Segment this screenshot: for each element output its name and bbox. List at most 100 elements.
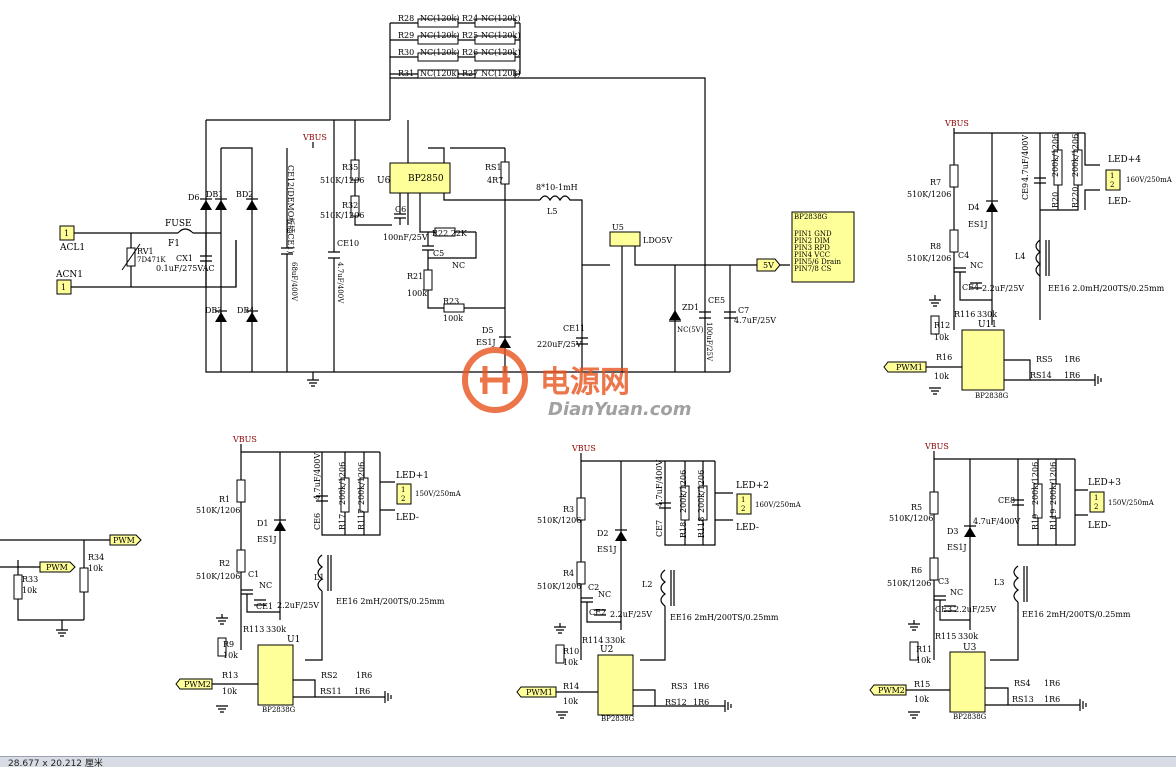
ch3-r5-value: 510K/1206 xyxy=(889,514,933,523)
ch2-d2-label: D2 xyxy=(597,529,609,538)
watermark: 电源网 DianYuan.com xyxy=(462,347,692,420)
input-section: 1 ACL1 1 ACN1 FUSE F1 RV1 7D471K CX1 0.1… xyxy=(55,119,730,387)
ch4-l4-label: L4 xyxy=(1015,252,1025,261)
ch3-pin2: 2 xyxy=(1094,503,1098,511)
db4-label: DB4 xyxy=(237,306,254,315)
ch4-c4-nc: NC xyxy=(970,261,983,270)
rs1-value: 4R7 xyxy=(487,176,503,185)
pwm-divider: PWM PWM R34 10k R33 10k xyxy=(0,534,142,637)
ch1-pwm-label: PWM2 xyxy=(184,680,211,689)
ch2-led-rating: 160V/250mA xyxy=(755,501,802,509)
ch3-pin1: 1 xyxy=(1094,494,1098,502)
ch2-r10-label: R10 xyxy=(563,647,579,656)
ce11-value: 220uF/25V xyxy=(537,340,582,349)
ch4-pin2: 2 xyxy=(1110,181,1114,189)
ch2-led-connector xyxy=(736,493,752,515)
ch3-c3-label: C3 xyxy=(938,577,949,586)
ch4-led-connector xyxy=(1105,169,1121,191)
r33-label: R33 xyxy=(22,575,38,584)
ch3-r115-value: 330k xyxy=(958,632,978,641)
ch1-r9-label: R9 xyxy=(223,640,234,649)
ce5-label: CE5 xyxy=(708,296,725,305)
ch3-r6-label: R6 xyxy=(911,566,922,575)
ch3-rs4-label: RS4 xyxy=(1014,679,1031,688)
ch4-ce9-value: 4.7uF/400V xyxy=(1021,135,1030,182)
acn-label: ACN1 xyxy=(55,270,83,280)
ch3-u3-label: U3 xyxy=(963,643,977,653)
ch1-pin1: 1 xyxy=(401,486,405,494)
ch2-c2-label: C2 xyxy=(588,583,599,592)
ch1-ce1-value: 2.2uF/25V xyxy=(277,601,319,610)
ch3-pwm-tag xyxy=(869,684,907,696)
rv1-label: RV1 xyxy=(137,247,154,256)
ch3-r15-value: 10k xyxy=(914,695,929,704)
ch3-ce3-value: 2.2uF/25V xyxy=(954,605,996,614)
ch1-led-rating: 150V/250mA xyxy=(415,490,462,498)
ch4-r20-label: R20 xyxy=(1051,192,1060,208)
ldo-label: LDO5V xyxy=(643,236,672,245)
ch3-chip-label: BP2838G xyxy=(953,713,987,721)
ch4-l4-spec: EE16 2.0mH/200TS/0.25mm xyxy=(1048,284,1165,293)
net-5v-label: 5V xyxy=(763,261,774,270)
r28-label: R28 xyxy=(398,14,414,23)
pin-note-line-3: PIN3 RPD xyxy=(794,244,830,252)
ch3-rs4-value: 1R6 xyxy=(1044,679,1060,688)
ch4-r220-label: R220 xyxy=(1071,187,1080,208)
ch1-d1-value: ES1J xyxy=(257,535,277,544)
r34-value: 10k xyxy=(88,564,103,573)
ch3-d3-value: ES1J xyxy=(947,543,967,552)
c6-value: 100nF/25V xyxy=(383,233,428,242)
r28-value: NC(120k) xyxy=(420,14,459,23)
ch1-l1-spec: EE16 2mH/200TS/0.25mm xyxy=(336,597,445,606)
ch4-r116-label: R116 xyxy=(954,310,975,319)
ch4-r20-value: 200k/1206 xyxy=(1051,134,1060,177)
ch1-l1-label: L1 xyxy=(314,573,324,582)
f1-label: F1 xyxy=(168,239,180,249)
r26-label: R26 xyxy=(462,48,478,57)
ce12-value: 68uF/400V xyxy=(290,262,298,302)
r24-label: R24 xyxy=(462,14,478,23)
ch1-r17-label: R17 xyxy=(338,514,347,530)
zd1-value: NC(5V) xyxy=(677,326,704,334)
ch4-rs14-label: RS14 xyxy=(1030,371,1052,380)
ce5-value: 100uF/25V xyxy=(705,322,713,362)
net-5v-tag xyxy=(756,258,781,272)
ch4-r8-value: 510K/1206 xyxy=(907,254,951,263)
pin-note-box: BP2838G PIN1 GND PIN2 DIM PIN3 RPD PIN4 … xyxy=(791,211,855,283)
ch1-ce1-label: CE1 xyxy=(256,602,273,611)
ch3-d3-label: D3 xyxy=(947,527,959,536)
ch1-r113-value: 330k xyxy=(266,625,286,634)
r24-value: NC(120k) xyxy=(481,14,520,23)
channel-4: VBUS R7 510K/1206 R8 510K/1206 D4 ES1J C… xyxy=(883,119,1173,400)
r31-label: R31 xyxy=(398,69,414,78)
ch4-r16-value: 10k xyxy=(934,372,949,381)
ch2-rs12-label: RS12 xyxy=(665,698,687,707)
ch2-pwm-tag xyxy=(516,686,557,698)
ch4-c4-label: C4 xyxy=(958,251,969,260)
ch4-d4-value: ES1J xyxy=(968,220,988,229)
ch1-d1-label: D1 xyxy=(257,519,269,528)
ch2-c2-nc: NC xyxy=(598,590,611,599)
top-resistor-array: R28 NC(120k) R24 NC(120k) R29 NC(120k) R… xyxy=(389,14,706,265)
ch2-r118-value: 200k/1206 xyxy=(697,470,706,513)
ch3-r6-value: 510K/1206 xyxy=(887,579,931,588)
ch1-r1-label: R1 xyxy=(219,495,230,504)
ch3-r19-value: 200k/1206 xyxy=(1031,462,1040,505)
channel-3: VBUS R5 510K/1206 R6 510K/1206 D3 ES1J C… xyxy=(869,442,1155,721)
ch1-r2-label: R2 xyxy=(219,559,230,568)
ch3-r11-value: 10k xyxy=(916,656,931,665)
ch1-u1-label: U1 xyxy=(287,635,300,645)
pwm-tag-mid xyxy=(39,561,76,573)
ch3-r11-label: R11 xyxy=(916,645,932,654)
r26-value: NC(120k) xyxy=(481,48,520,57)
r35-value: 510K/1206 xyxy=(320,176,364,185)
ch1-rs2-value: 1R6 xyxy=(356,671,372,680)
ch1-r117-label: R117 xyxy=(357,509,366,530)
ch4-led-rating: 160V/250mA xyxy=(1126,176,1173,184)
ch2-r118-label: R118 xyxy=(697,517,706,538)
ch3-r119-label: R119 xyxy=(1049,509,1058,530)
ch3-rs13-value: 1R6 xyxy=(1044,695,1060,704)
ch4-ce4-value: 2.2uF/25V xyxy=(982,284,1024,293)
ch2-r4-label: R4 xyxy=(563,569,574,578)
ch1-pin2: 2 xyxy=(401,495,405,503)
